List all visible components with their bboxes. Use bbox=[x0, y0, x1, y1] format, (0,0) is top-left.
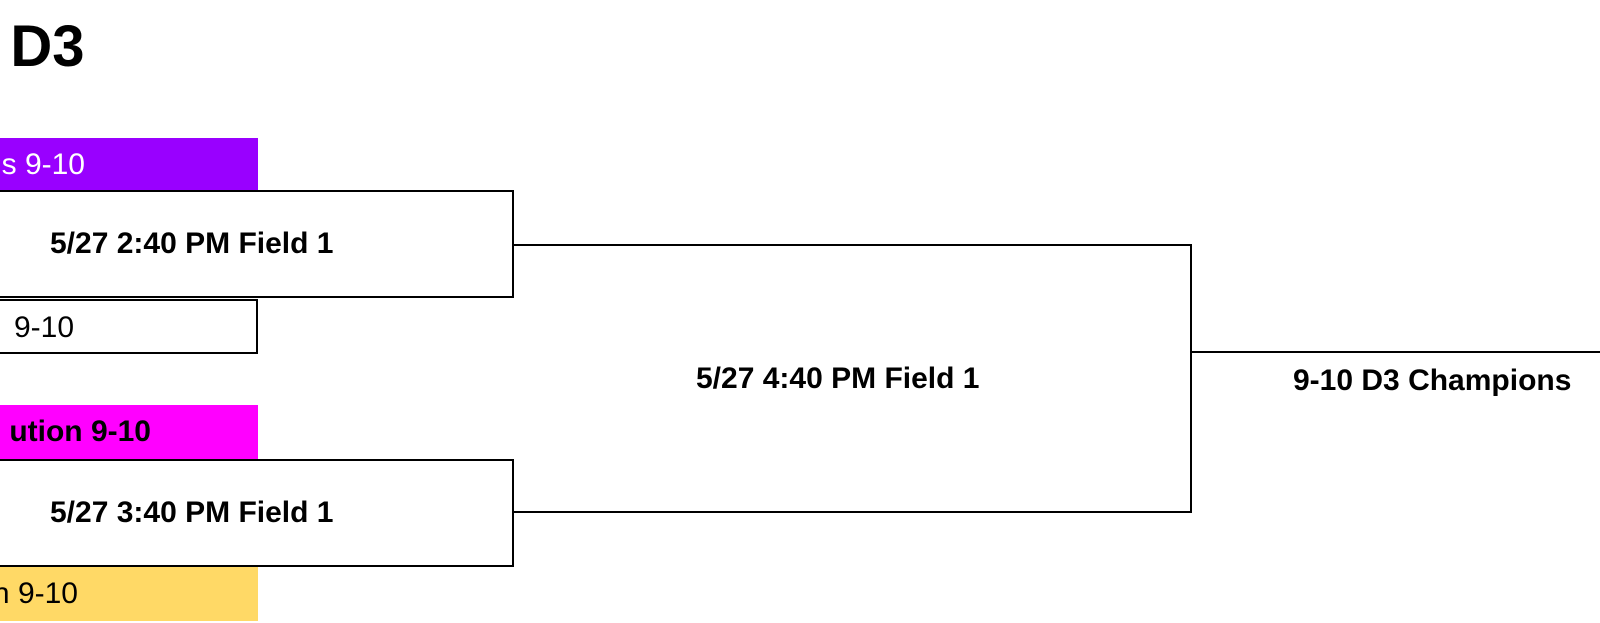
team-slot-1: s 9-10 bbox=[0, 138, 258, 192]
connector-to-champion bbox=[1190, 351, 1600, 353]
connector-game1-horizontal bbox=[514, 244, 1192, 246]
team-name: n 9-10 bbox=[0, 577, 78, 610]
game-label: 5/27 3:40 PM Field 1 bbox=[50, 496, 334, 529]
game-box-2: 5/27 3:40 PM Field 1 bbox=[0, 459, 514, 567]
final-game-label: 5/27 4:40 PM Field 1 bbox=[696, 362, 980, 395]
bracket-title: 0 D3 bbox=[0, 14, 85, 79]
game-box-1: 5/27 2:40 PM Field 1 bbox=[0, 190, 514, 298]
team-slot-3: ution 9-10 bbox=[0, 405, 258, 459]
game-label: 5/27 2:40 PM Field 1 bbox=[50, 227, 334, 260]
team-name: ution 9-10 bbox=[9, 415, 151, 448]
connector-game2-horizontal bbox=[514, 511, 1192, 513]
team-name: s 9-10 bbox=[1, 148, 85, 181]
team-slot-4: n 9-10 bbox=[0, 567, 258, 621]
team-name: 9-10 bbox=[13, 311, 74, 344]
champion-label: 9-10 D3 Champions bbox=[1293, 364, 1572, 397]
team-slot-2: 9-10 bbox=[0, 299, 258, 354]
connector-vertical bbox=[1190, 244, 1192, 513]
